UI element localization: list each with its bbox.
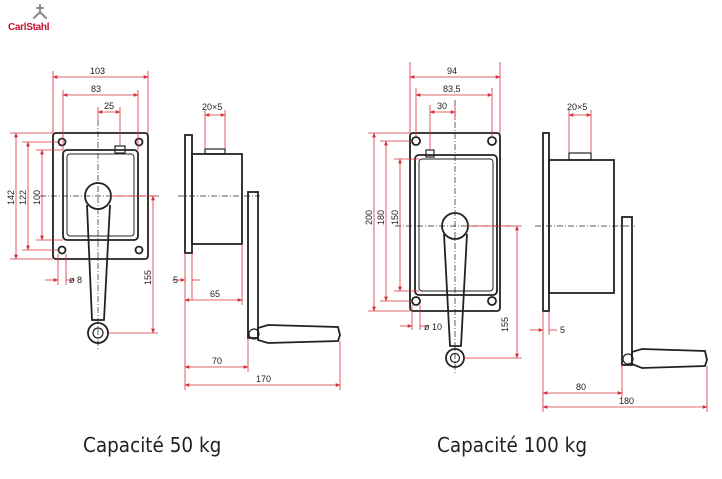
dim-width-94: 94 (447, 66, 457, 76)
winch-50kg-front-view (52, 132, 149, 344)
dim-shaft-20x5: 20×5 (202, 102, 222, 112)
dim-depth-180: 180 (619, 396, 634, 406)
dim-width-83-5: 83,5 (443, 84, 461, 94)
dim-width-83: 83 (91, 84, 101, 94)
logo-text: CarlStahl (8, 22, 50, 33)
dim-hole-10: ø 10 (424, 322, 442, 332)
dim-width-25: 25 (104, 101, 114, 111)
dim-flange-5: 5 (173, 275, 178, 285)
caption-capacity-100kg: Capacité 100 kg (437, 433, 588, 457)
winch-100kg-side-view (542, 132, 708, 369)
dim-crank-155: 155 (143, 270, 153, 285)
dim-depth-65: 65 (210, 289, 220, 299)
dim-height-180: 180 (376, 210, 386, 225)
left-dimension-lines (10, 71, 341, 390)
dim-depth-70: 70 (212, 356, 222, 366)
caption-capacity-50kg: Capacité 50 kg (83, 433, 222, 457)
dim-width-30: 30 (437, 101, 447, 111)
dim-height-200: 200 (364, 210, 374, 225)
stahl-logo-icon (33, 4, 47, 19)
dim-height-142: 142 (6, 190, 16, 205)
dim-height-122: 122 (18, 190, 28, 205)
carl-stahl-logo: CarlStahl (8, 4, 68, 36)
dim-depth-170: 170 (256, 374, 271, 384)
dim-hole-8: ø 8 (69, 275, 82, 285)
dim-crank-155: 155 (500, 317, 510, 332)
dim-depth-80: 80 (576, 382, 586, 392)
winch-50kg-side-view (184, 134, 341, 344)
dim-flange-5: 5 (560, 325, 565, 335)
dim-width-103: 103 (90, 66, 105, 76)
right-dimension-lines (368, 62, 708, 412)
dim-height-100: 100 (32, 190, 42, 205)
dim-shaft-20x5: 20×5 (567, 102, 587, 112)
dim-height-150: 150 (390, 210, 400, 225)
